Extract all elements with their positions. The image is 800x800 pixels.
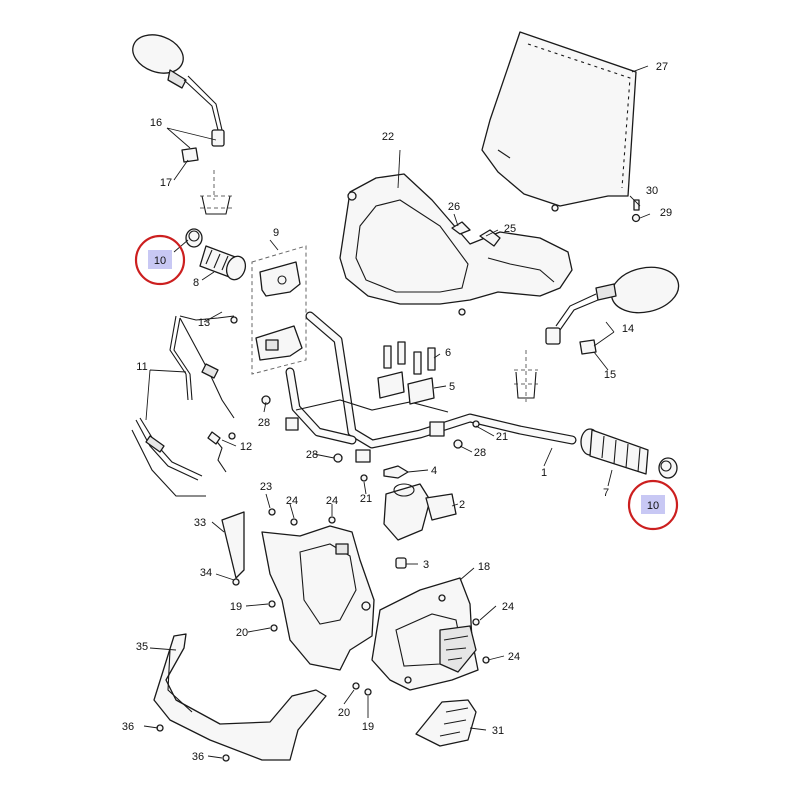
callout-20-b[interactable]: 20 <box>338 707 350 719</box>
callout-22[interactable]: 22 <box>382 131 394 143</box>
left-grip[interactable] <box>199 245 249 282</box>
front-cowl[interactable] <box>339 173 573 316</box>
holder-nut[interactable] <box>383 465 409 479</box>
small-cover[interactable] <box>415 699 477 747</box>
callout-28-a[interactable]: 28 <box>258 417 270 429</box>
left-mirror[interactable] <box>127 28 232 215</box>
callout-16[interactable]: 16 <box>150 117 162 129</box>
callout-5[interactable]: 5 <box>449 381 455 393</box>
callout-24-d[interactable]: 24 <box>508 651 520 663</box>
callout-19-a[interactable]: 19 <box>230 601 242 613</box>
right-mirror[interactable] <box>514 261 683 402</box>
callout-6[interactable]: 6 <box>445 347 451 359</box>
lower-handlebar-holder[interactable] <box>383 483 457 541</box>
callout-28-c[interactable]: 28 <box>474 447 486 459</box>
callout-25[interactable]: 25 <box>504 223 516 235</box>
callout-26[interactable]: 26 <box>448 201 460 213</box>
callout-28-b[interactable]: 28 <box>306 449 318 461</box>
callout-30[interactable]: 30 <box>646 185 658 197</box>
callout-36-a[interactable]: 36 <box>122 721 134 733</box>
callout-36-b[interactable]: 36 <box>192 751 204 763</box>
callout-29[interactable]: 29 <box>660 207 672 219</box>
callout-20-a[interactable]: 20 <box>236 627 248 639</box>
callout-21-b[interactable]: 21 <box>360 493 372 505</box>
callout-15[interactable]: 15 <box>604 369 616 381</box>
left-side-cover[interactable] <box>221 511 245 579</box>
callout-24-a[interactable]: 24 <box>286 495 298 507</box>
leader-lines <box>143 65 651 759</box>
callout-27[interactable]: 27 <box>656 61 668 73</box>
right-bar-end-weight[interactable] <box>658 457 678 479</box>
callout-2[interactable]: 2 <box>459 499 465 511</box>
callout-11[interactable]: 11 <box>136 361 147 373</box>
callout-24-b[interactable]: 24 <box>326 495 338 507</box>
switch-housing[interactable] <box>251 245 307 375</box>
callout-4[interactable]: 4 <box>431 465 437 477</box>
callout-31[interactable]: 31 <box>492 725 504 737</box>
callout-24-c[interactable]: 24 <box>502 601 514 613</box>
callout-8[interactable]: 8 <box>193 277 199 289</box>
callout-10-left[interactable]: 10 <box>154 255 166 267</box>
callout-1[interactable]: 1 <box>541 467 547 479</box>
callout-18[interactable]: 18 <box>478 561 490 573</box>
callout-10-right[interactable]: 10 <box>647 500 659 512</box>
fasteners[interactable] <box>156 199 641 762</box>
callout-7[interactable]: 7 <box>603 487 609 499</box>
highlight-left-10[interactable] <box>134 234 186 286</box>
callout-21-a[interactable]: 21 <box>496 431 508 443</box>
lower-fairing-panel[interactable] <box>153 633 327 761</box>
callout-35[interactable]: 35 <box>136 641 148 653</box>
throttle-cables[interactable] <box>131 315 238 497</box>
callout-34[interactable]: 34 <box>200 567 212 579</box>
holder-damper[interactable] <box>395 557 407 569</box>
callout-23[interactable]: 23 <box>260 481 272 493</box>
callout-14[interactable]: 14 <box>622 323 634 335</box>
upper-handlebar-holders[interactable] <box>377 371 435 405</box>
callout-9[interactable]: 9 <box>273 227 279 239</box>
windshield[interactable] <box>481 31 637 212</box>
callout-13[interactable]: 13 <box>198 317 210 329</box>
left-bar-end-weight[interactable] <box>185 228 203 248</box>
inner-panel[interactable] <box>261 525 375 671</box>
callout-12[interactable]: 12 <box>240 441 252 453</box>
callout-3[interactable]: 3 <box>423 559 429 571</box>
right-inner-panel[interactable] <box>371 577 479 691</box>
callout-labels: 1 2 3 4 5 6 7 8 9 10 10 11 12 13 14 15 1… <box>122 61 672 763</box>
callout-17[interactable]: 17 <box>160 177 172 189</box>
handlebar-bolts[interactable] <box>383 341 436 375</box>
callout-33[interactable]: 33 <box>194 517 206 529</box>
right-grip[interactable] <box>580 428 649 475</box>
highlight-right-10[interactable] <box>627 479 679 531</box>
callout-19-b[interactable]: 19 <box>362 721 374 733</box>
handlebar[interactable] <box>285 311 577 463</box>
